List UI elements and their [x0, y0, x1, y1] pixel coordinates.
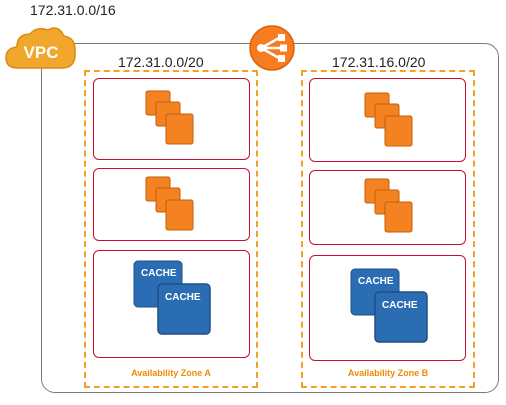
cache-label: CACHE: [165, 292, 201, 303]
ec2-instances-icon: [364, 178, 413, 233]
subnet-a-cidr: 172.31.0.0/20: [112, 54, 210, 70]
availability-zone-a-label: Availability Zone A: [131, 368, 211, 378]
vpc-badge-label: VPC: [24, 43, 59, 62]
cloud-icon: VPC: [5, 27, 76, 69]
subnet-a-row-1: [93, 78, 250, 160]
elasticache-icon: CACHE CACHE: [350, 268, 428, 343]
ec2-instances-icon: [145, 90, 194, 145]
elasticache-icon: CACHE CACHE: [133, 260, 211, 335]
vpc-cidr-label: 172.31.0.0/16: [30, 2, 116, 18]
subnet-b-cidr: 172.31.16.0/20: [326, 54, 432, 70]
cache-label: CACHE: [358, 276, 394, 287]
load-balancer-icon: [249, 25, 295, 71]
availability-zone-b-label: Availability Zone B: [347, 368, 429, 378]
cache-label: CACHE: [141, 268, 177, 279]
ec2-instances-icon: [145, 176, 194, 231]
ec2-instances-icon: [364, 92, 413, 147]
cache-label: CACHE: [382, 300, 418, 311]
